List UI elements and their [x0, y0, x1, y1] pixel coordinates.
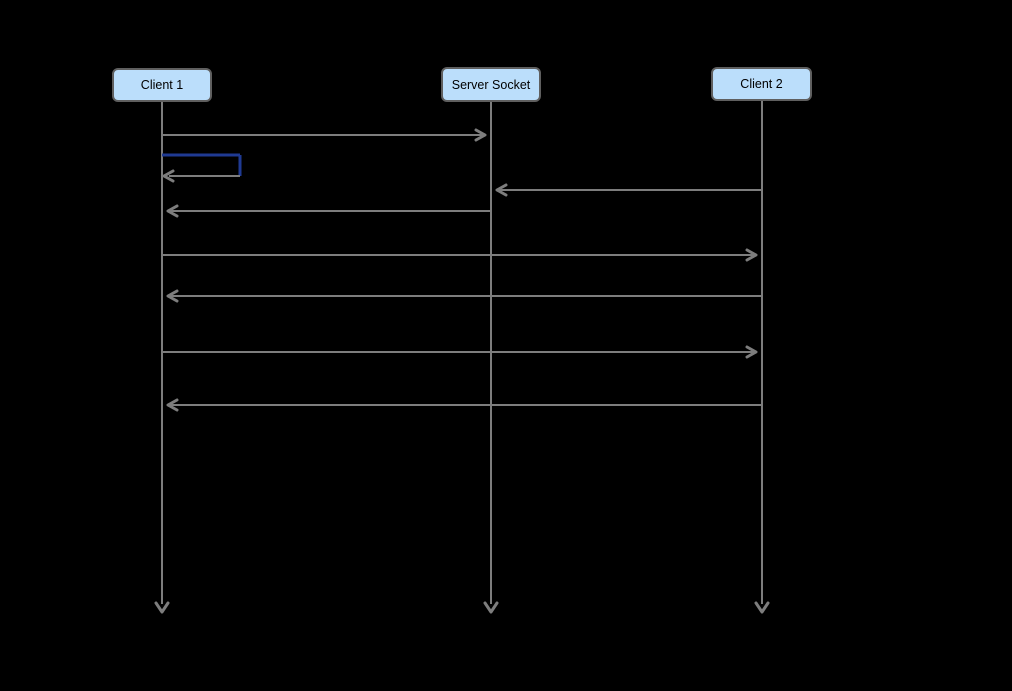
lifeline-end-arrow-client2: [754, 601, 770, 614]
message-arrowhead-2: [495, 183, 508, 197]
message-arrowhead-5: [166, 289, 179, 303]
participant-label-server-socket: Server Socket: [451, 77, 531, 92]
lifeline-end-arrow-client1: [154, 601, 170, 614]
participant-box-server-socket: Server Socket: [441, 67, 541, 102]
participant-box-client2: Client 2: [711, 67, 812, 101]
participant-box-client1: Client 1: [112, 68, 212, 102]
self-message-arrowhead-1: [162, 169, 175, 183]
participant-label-client2: Client 2: [740, 77, 783, 91]
message-arrowhead-4: [745, 248, 758, 262]
message-arrowhead-0: [474, 128, 487, 142]
message-arrowhead-6: [745, 345, 758, 359]
lifeline-end-arrow-server: [483, 601, 499, 614]
message-arrowhead-3: [166, 204, 179, 218]
message-arrowhead-7: [166, 398, 179, 412]
participant-label-client1: Client 1: [140, 78, 184, 92]
